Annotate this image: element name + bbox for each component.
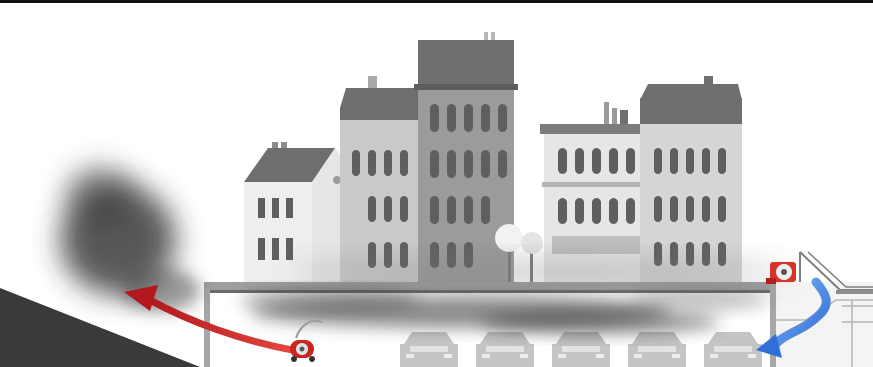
supply-fan-icon xyxy=(766,262,796,284)
street-haze xyxy=(290,258,790,286)
building-light-right xyxy=(540,102,652,282)
car-icon xyxy=(400,332,458,367)
car-icon xyxy=(552,332,610,367)
buildings xyxy=(244,32,742,284)
car-icon xyxy=(704,332,762,367)
parked-cars xyxy=(400,332,762,367)
car-icon xyxy=(628,332,686,367)
exhaust-fan-icon xyxy=(290,321,322,362)
top-border xyxy=(0,0,873,3)
building-grey-right xyxy=(640,76,742,282)
car-icon xyxy=(476,332,534,367)
building-grey-left xyxy=(340,76,422,282)
